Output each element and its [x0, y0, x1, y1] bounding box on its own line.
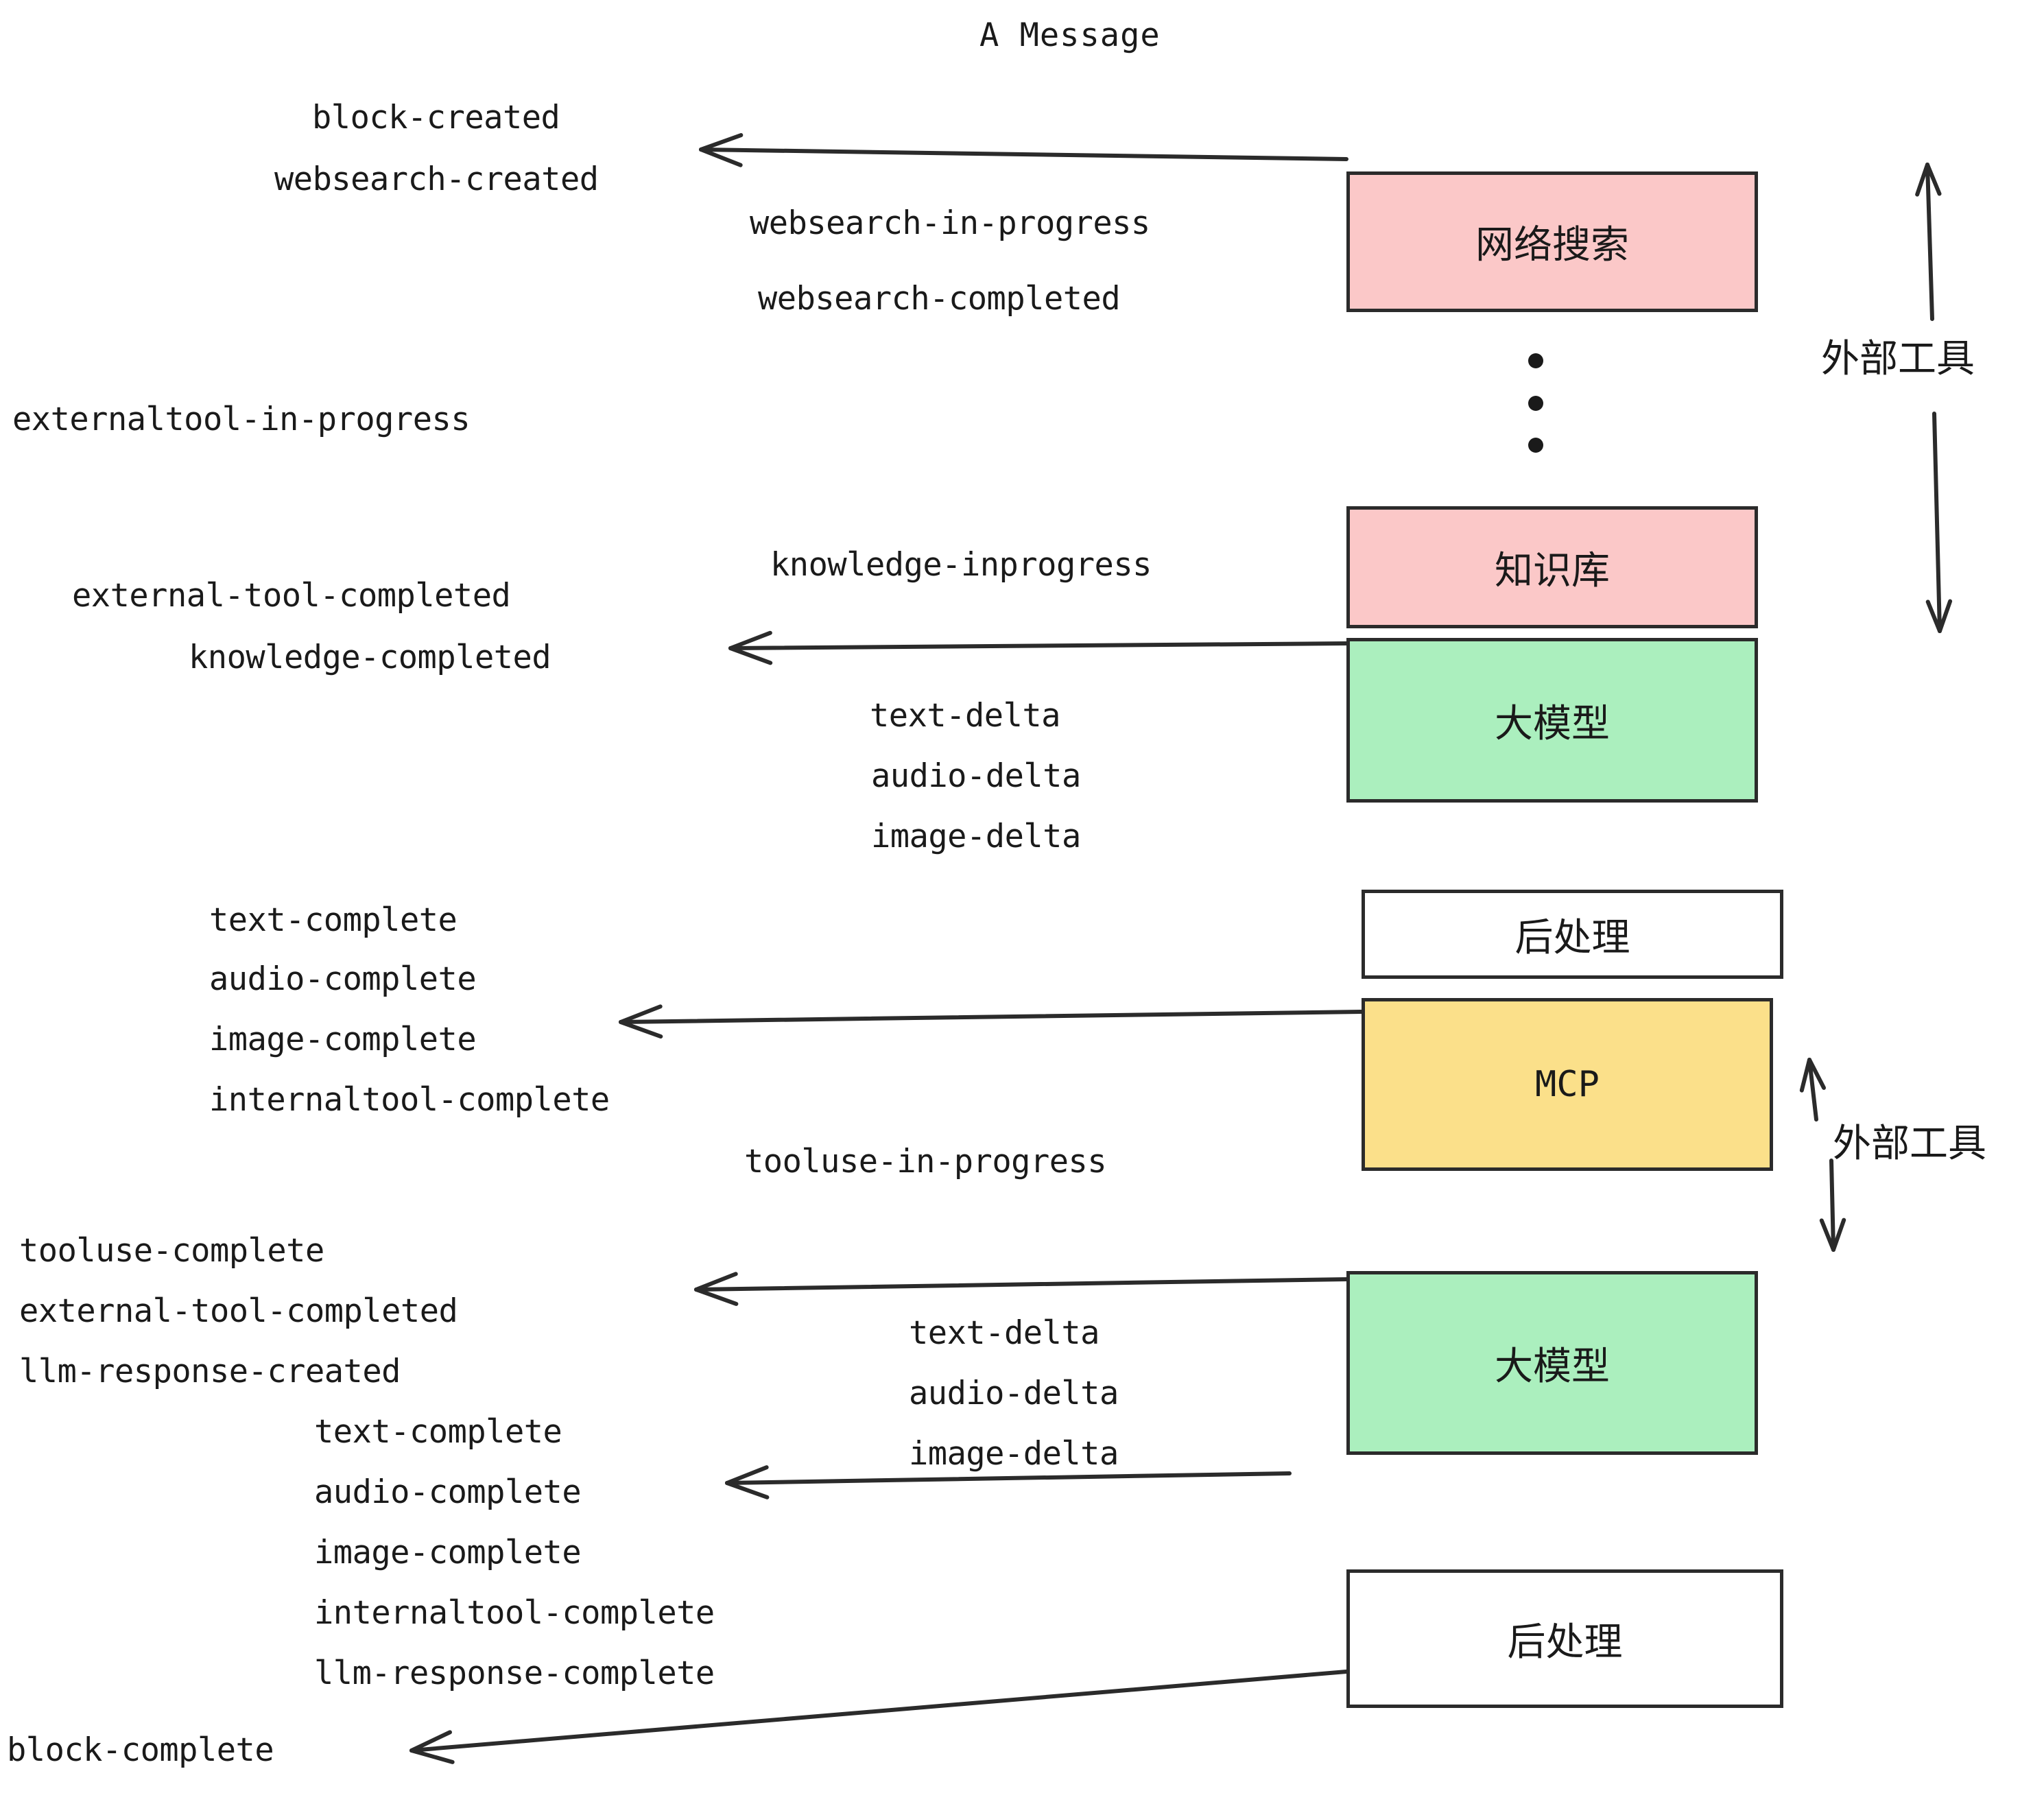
arrow-shaft [1925, 163, 1934, 321]
event-label-image-delta-2: image-delta [909, 1435, 1119, 1473]
side-label-external-tools-upper: 外部工具 [1821, 337, 1975, 381]
process-box-mcp: MCP [1362, 998, 1773, 1171]
arrow-head [1915, 163, 1929, 197]
arrow-shaft [1829, 1159, 1835, 1252]
event-label-websearch-completed: websearch-completed [758, 280, 1121, 318]
arrow-head [409, 1730, 452, 1753]
arrow-arrow-llm-to-tooluse [694, 1272, 1348, 1306]
event-label-externaltool-in-progress: externaltool-in-progress [12, 401, 471, 438]
arrow-head [409, 1748, 455, 1764]
process-box-label: 网络搜索 [1475, 223, 1629, 268]
event-label-external-tool-completed-2: external-tool-completed [19, 1292, 458, 1330]
process-box-post-top: 后处理 [1362, 890, 1783, 979]
arrow-arrow-mcp-to-image [619, 1004, 1364, 1039]
arrow-head [1807, 1058, 1827, 1090]
arrow-head [1938, 599, 1953, 633]
process-box-label: 后处理 [1507, 1619, 1623, 1665]
event-label-image-complete-1: image-complete [209, 1021, 477, 1058]
event-label-audio-delta-1: audio-delta [871, 757, 1081, 795]
arrow-head [725, 1481, 770, 1499]
event-label-text-delta-2: text-delta [909, 1314, 1100, 1352]
arrow-shaft [619, 1010, 1364, 1024]
event-label-llm-response-created: llm-response-created [19, 1353, 401, 1390]
process-box-label: MCP [1535, 1064, 1600, 1105]
arrow-head [1925, 600, 1942, 633]
arrow-head [1819, 1218, 1835, 1252]
event-label-audio-complete-1: audio-complete [209, 960, 477, 998]
ellipsis-dot [1528, 353, 1543, 368]
arrow-shaft [1932, 412, 1942, 633]
process-box-knowledge: 知识库 [1346, 506, 1758, 628]
event-label-internaltool-complete-1: internaltool-complete [209, 1081, 610, 1119]
side-label-external-tools-lower: 外部工具 [1833, 1121, 1986, 1166]
event-label-image-delta-1: image-delta [871, 818, 1081, 855]
process-box-llm-top: 大模型 [1346, 638, 1758, 803]
arrow-arrow-llm-to-knowledge [728, 630, 1348, 665]
arrow-arrow-websearch-to-block [699, 133, 1348, 167]
event-label-text-complete-2: text-complete [314, 1413, 562, 1451]
event-label-internaltool-complete-2: internaltool-complete [314, 1594, 715, 1632]
event-label-image-complete-2: image-complete [314, 1534, 582, 1571]
arrow-shaft [699, 147, 1348, 161]
arrow-head [619, 1004, 663, 1024]
event-label-knowledge-completed: knowledge-completed [189, 639, 551, 676]
event-label-block-created: block-created [312, 99, 560, 137]
arrow-head [699, 147, 743, 167]
arrow-head [694, 1272, 738, 1292]
event-label-websearch-in-progress: websearch-in-progress [750, 204, 1150, 242]
arrow-external-tools-down-lower [1819, 1159, 1846, 1252]
process-box-label: 知识库 [1495, 548, 1610, 593]
event-label-websearch-created: websearch-created [274, 161, 599, 198]
arrow-head [728, 646, 773, 665]
arrow-shaft [694, 1277, 1348, 1292]
process-box-label: 后处理 [1514, 915, 1630, 960]
process-box-llm-bottom: 大模型 [1346, 1271, 1758, 1455]
arrow-head [728, 630, 772, 650]
page-title: A Message [979, 16, 1161, 54]
arrow-head [725, 1465, 769, 1485]
process-box-post-bottom: 后处理 [1346, 1569, 1783, 1708]
arrow-shaft [1807, 1058, 1818, 1121]
event-label-knowledge-inprogress: knowledge-inprogress [770, 546, 1152, 584]
process-box-label: 大模型 [1495, 1344, 1610, 1389]
arrow-head [1799, 1058, 1811, 1093]
arrow-shaft [728, 641, 1348, 650]
vertical-ellipsis-icon [1528, 353, 1543, 453]
arrow-external-tools-down-upper [1925, 412, 1953, 633]
event-label-text-complete-1: text-complete [209, 901, 457, 939]
event-label-audio-delta-2: audio-delta [909, 1375, 1119, 1412]
process-box-label: 大模型 [1495, 701, 1610, 746]
arrow-external-tools-up-lower [1799, 1058, 1827, 1121]
event-label-audio-complete-2: audio-complete [314, 1473, 582, 1511]
ellipsis-dot [1528, 395, 1543, 411]
arrow-external-tools-up-upper [1915, 163, 1942, 321]
ellipsis-dot [1528, 438, 1543, 453]
event-label-tooluse-in-progress: tooluse-in-progress [744, 1143, 1107, 1180]
event-label-tooluse-complete: tooluse-complete [19, 1232, 324, 1270]
arrow-head [619, 1020, 663, 1039]
event-label-llm-response-complete: llm-response-complete [314, 1654, 715, 1692]
event-label-block-complete: block-complete [7, 1731, 274, 1769]
process-box-websearch: 网络搜索 [1346, 171, 1758, 312]
arrow-shaft [725, 1471, 1292, 1485]
arrow-head [699, 133, 744, 152]
event-label-external-tool-completed-1: external-tool-completed [72, 577, 511, 615]
arrow-head [694, 1287, 739, 1306]
arrow-head [1831, 1218, 1846, 1252]
event-label-text-delta-1: text-delta [870, 697, 1060, 735]
arrow-head [1925, 163, 1942, 196]
